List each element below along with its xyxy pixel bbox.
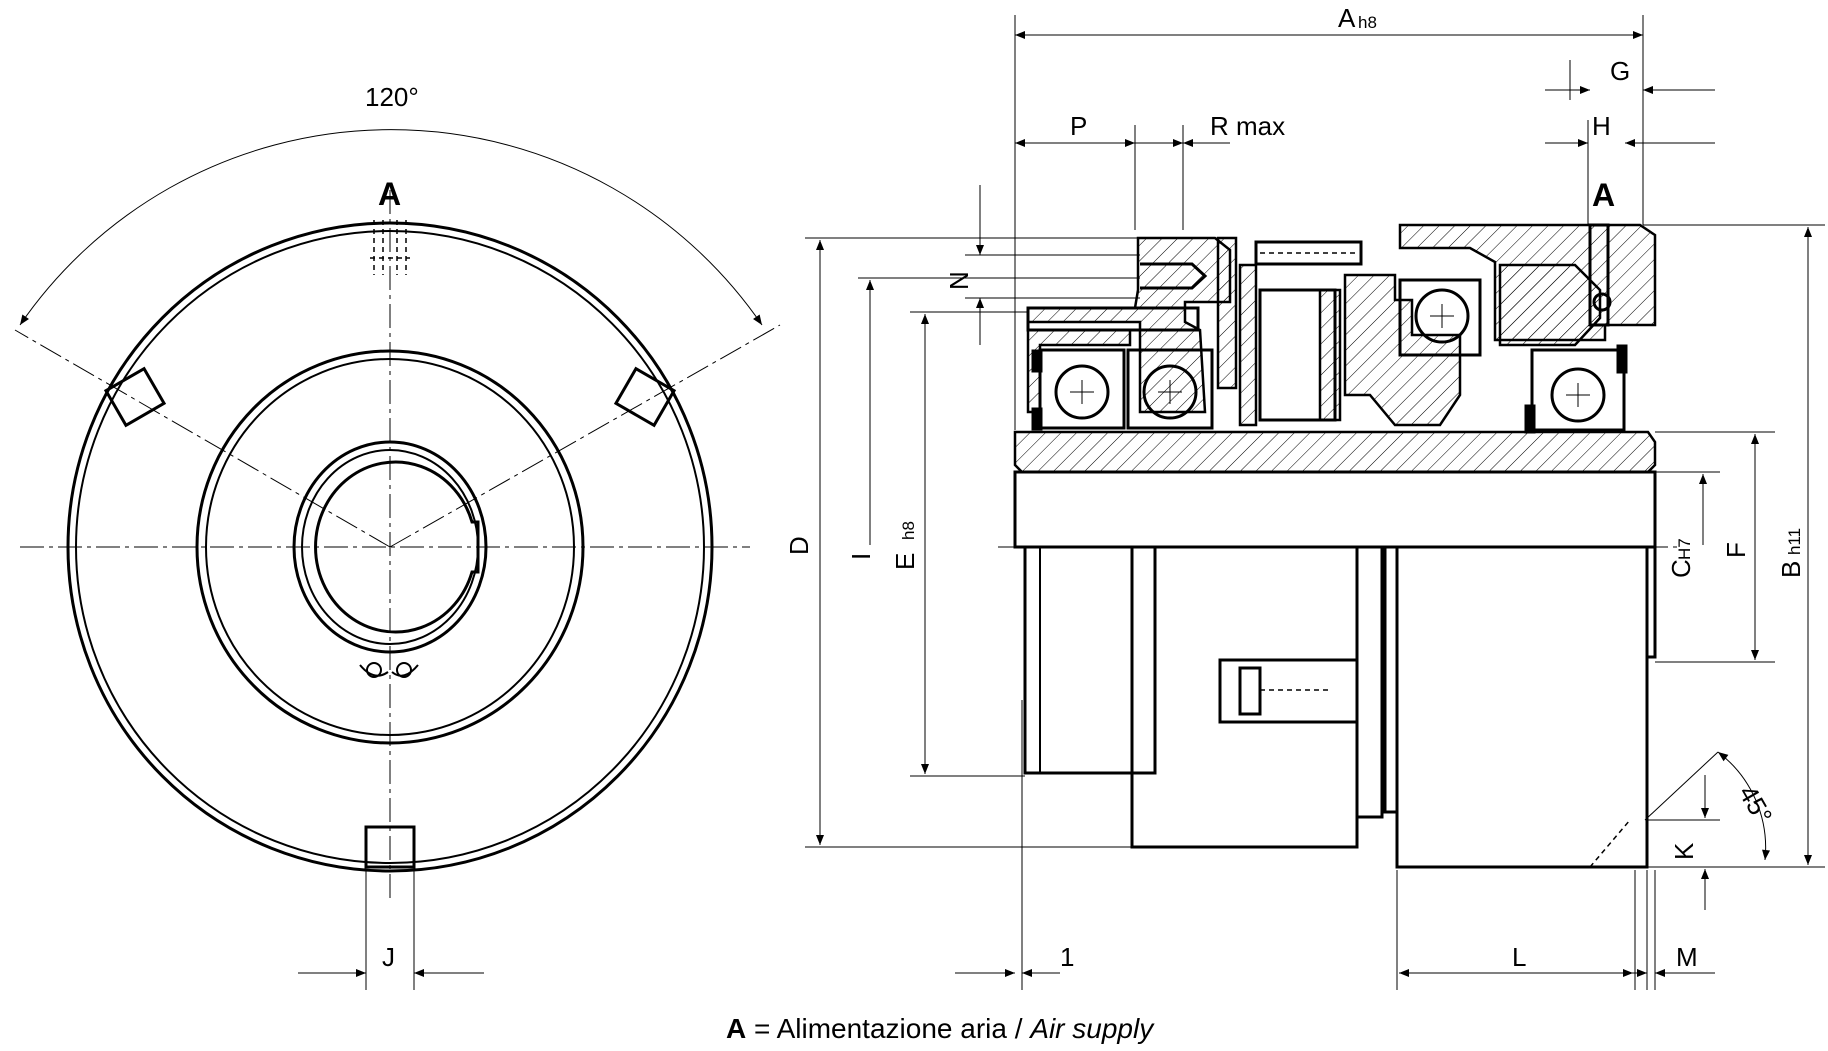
rotor-section bbox=[1343, 273, 1462, 427]
lower-flange-left bbox=[1130, 545, 1359, 849]
dim-e-tolerance: h8 bbox=[899, 521, 918, 540]
dim-l-label: L bbox=[1512, 942, 1526, 972]
section-view: A A h8 G H P R max N bbox=[784, 3, 1825, 990]
bearing-2 bbox=[1126, 348, 1214, 430]
lower-hub-left bbox=[1023, 545, 1157, 775]
air-supply-marker-right: A bbox=[1592, 177, 1615, 213]
dim-r-label: R max bbox=[1210, 111, 1285, 141]
radial-centerline-left bbox=[14, 329, 391, 548]
dim-m-label: M bbox=[1676, 942, 1698, 972]
front-view: 120° A J bbox=[14, 82, 781, 990]
legend-caption: A = Alimentazione aria / Air supply bbox=[726, 1013, 1155, 1044]
drive-slot-right bbox=[613, 366, 677, 428]
lower-drive-dog bbox=[1218, 658, 1359, 724]
drive-slot-bottom bbox=[364, 825, 416, 869]
shaft-section bbox=[1013, 430, 1657, 474]
dim-g-label: G bbox=[1610, 56, 1630, 86]
legend-english: Air supply bbox=[1028, 1013, 1155, 1044]
pressure-plate bbox=[1238, 263, 1258, 427]
legend-text: = Alimentazione aria / bbox=[746, 1013, 1030, 1044]
radial-centerline-right bbox=[389, 324, 781, 548]
outer-chamfer-circle bbox=[75, 230, 705, 864]
dim-c-tolerance: H7 bbox=[1675, 538, 1694, 560]
angle-45-label: 45° bbox=[1733, 780, 1779, 829]
dim-b-label: B bbox=[1776, 561, 1806, 578]
dim-n-label: N bbox=[944, 271, 974, 290]
dim-b-tolerance: h11 bbox=[1785, 528, 1804, 555]
friction-disc bbox=[1216, 236, 1238, 390]
dim-c-label: C bbox=[1666, 559, 1696, 578]
air-inlet-channel bbox=[1588, 223, 1610, 327]
lower-flange-right bbox=[1395, 545, 1649, 869]
circlip-hole-right bbox=[396, 662, 412, 678]
angle-120-label: 120° bbox=[365, 82, 419, 112]
dim-e-label: E bbox=[890, 553, 920, 570]
dim-k-label: K bbox=[1669, 842, 1699, 860]
mid-circle bbox=[195, 349, 585, 745]
bearing-4 bbox=[1530, 348, 1626, 432]
dim-a-tolerance: h8 bbox=[1358, 13, 1377, 32]
dim-i-label: I bbox=[846, 553, 876, 560]
shaft-bore-upper bbox=[1013, 470, 1657, 549]
angle-45-arc bbox=[1717, 751, 1770, 861]
hub-circle bbox=[292, 440, 488, 654]
dim-f-label: F bbox=[1721, 542, 1751, 558]
outer-circle bbox=[66, 221, 714, 873]
threaded-hole bbox=[1140, 262, 1208, 290]
angle-120-arc bbox=[19, 129, 763, 326]
dim-j-label: J bbox=[382, 942, 395, 972]
dim-h-label: H bbox=[1592, 111, 1611, 141]
bearing-3 bbox=[1398, 278, 1482, 357]
dim-a-label: A bbox=[1338, 3, 1356, 33]
air-supply-marker-left: A bbox=[378, 176, 401, 212]
dim-p-label: P bbox=[1070, 111, 1087, 141]
bore-with-keyway bbox=[314, 460, 480, 634]
circlip-hole-left bbox=[366, 662, 382, 678]
piston bbox=[1498, 263, 1602, 347]
bearing-1 bbox=[1038, 348, 1126, 430]
legend-key: A bbox=[726, 1013, 746, 1044]
dim-1-label: 1 bbox=[1060, 942, 1074, 972]
dim-d-label: D bbox=[784, 536, 814, 555]
circlip-lugs bbox=[359, 664, 419, 677]
drive-slot-left bbox=[103, 366, 167, 428]
mid-inner-circle bbox=[205, 358, 575, 736]
